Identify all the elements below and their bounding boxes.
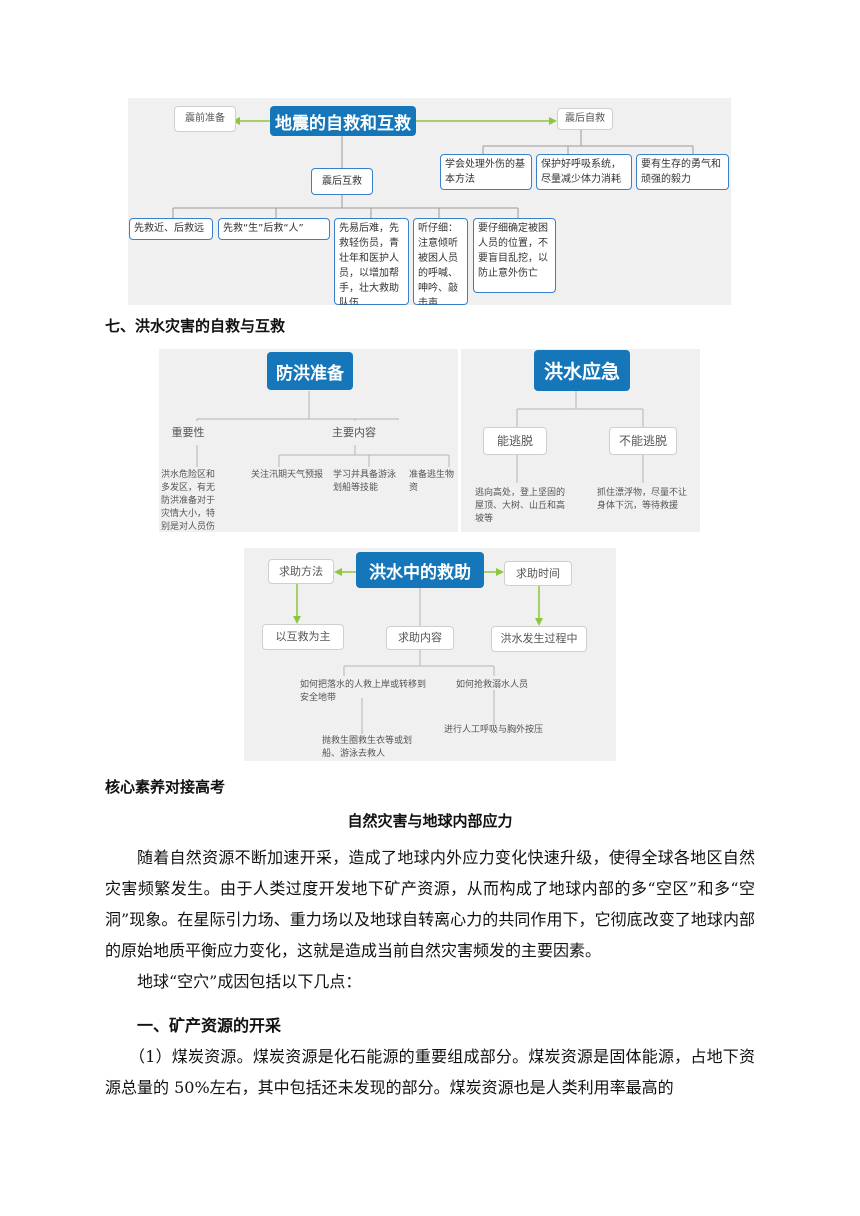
earthquake-connectors <box>172 117 694 218</box>
core-heading: 核心素养对接高考 <box>105 778 226 796</box>
can-escape-box: 能逃脱 <box>483 427 547 455</box>
self-item-1: 学会处理外伤的基本方法 <box>440 154 532 190</box>
section-7-heading: 七、洪水灾害的自救与互救 <box>105 317 286 335</box>
pre-quake-box: 震前准备 <box>174 106 236 132</box>
flood-prep-diagram: 防洪准备 重要性 主要内容 洪水危险区和多发区，有无防洪准备对于灾情大小，特别是… <box>159 349 458 532</box>
flood-emergency-connectors <box>516 391 644 483</box>
flood-rescue-connectors <box>293 568 543 734</box>
flood-rescue-diagram: 求助方法 洪水中的救助 求助时间 以互救为主 求助内容 洪水发生过程中 如何把落… <box>244 548 616 761</box>
prep-item-1: 关注汛期天气预报 <box>251 470 324 480</box>
self-item-2: 保护好呼吸系统，尽量减少体力消耗 <box>536 154 632 190</box>
article-body: 随着自然资源不断加速开采，造成了地球内外应力变化快速升级，使得全球各地区自然灾害… <box>105 842 755 997</box>
help-time-box: 求助时间 <box>504 561 572 586</box>
self-item-3: 要有生存的勇气和顽强的毅力 <box>636 154 729 190</box>
importance-text: 洪水危险区和多发区，有无防洪准备对于灾情大小，特别是对人员伤亡的多少有决定性作用 <box>161 470 216 532</box>
cannot-escape-box: 不能逃脱 <box>609 427 677 455</box>
earthquake-main-box: 地震的自救和互救 <box>270 106 416 136</box>
content-a-detail: 抛救生圈救生衣等或划船、游泳去救人 <box>322 736 413 759</box>
content-a: 如何把落水的人救上岸或转移到安全地带 <box>300 680 427 703</box>
can-escape-text: 逃向高处，登上坚固的屋顶、大树、山丘和高坡等 <box>475 488 566 524</box>
flood-emergency-diagram: 洪水应急 能逃脱 不能逃脱 逃向高处，登上坚固的屋顶、大树、山丘和高坡等 抓住漂… <box>461 349 700 532</box>
paragraph-3-block: （1）煤炭资源。煤炭资源是化石能源的重要组成部分。煤炭资源是固体能源，占地下资源… <box>105 1041 755 1103</box>
importance-box: 重要性 <box>171 426 205 439</box>
article-title: 自然灾害与地球内部应力 <box>347 812 513 830</box>
help-content-box: 求助内容 <box>386 626 454 650</box>
flood-emergency-title: 洪水应急 <box>534 350 630 391</box>
flood-process-box: 洪水发生过程中 <box>491 626 587 652</box>
mutual-item-5: 要仔细确定被困人员的位置，不要盲目乱挖，以防止意外伤亡 <box>473 218 556 293</box>
flood-rescue-title: 洪水中的救助 <box>356 552 484 588</box>
paragraph-1: 随着自然资源不断加速开采，造成了地球内外应力变化快速升级，使得全球各地区自然灾害… <box>105 848 755 960</box>
content-b-detail: 进行人工呼吸与胸外按压 <box>444 725 544 735</box>
post-mutual-box: 震后互救 <box>311 168 373 195</box>
cannot-escape-text: 抓住漂浮物，尽量不让身体下沉，等待救援 <box>597 488 688 511</box>
prep-item-3: 准备逃生物资 <box>409 470 455 493</box>
mutual-item-1: 先救近、后救远 <box>129 218 213 240</box>
mutual-item-4: 听仔细：注意倾听被困人员的呼喊、呻吟、敲击声 <box>413 218 468 305</box>
prep-item-2: 学习并具备游泳划船等技能 <box>333 470 397 493</box>
post-self-box: 震后自救 <box>557 108 613 130</box>
flood-prep-connectors <box>196 391 450 467</box>
mutual-item-2: 先救“生”后救“人” <box>218 218 330 240</box>
mutual-item-3: 先易后难，先救轻伤员，青壮年和医护人员，以增加帮手，壮大救助队伍 <box>334 218 409 305</box>
content-b: 如何抢救溺水人员 <box>456 680 529 690</box>
paragraph-2: 地球“空穴”成因包括以下几点： <box>137 972 362 991</box>
main-content-box: 主要内容 <box>332 426 376 439</box>
earthquake-diagram: 震前准备 地震的自救和互救 震后自救 学会处理外伤的基本方法 保护好呼吸系统，尽… <box>128 98 731 305</box>
flood-prep-title: 防洪准备 <box>267 352 353 390</box>
mutual-aid-box: 以互救为主 <box>262 624 344 650</box>
help-method-box: 求助方法 <box>268 559 334 584</box>
subheading-mining: 一、矿产资源的开采 <box>137 1016 282 1035</box>
paragraph-3: （1）煤炭资源。煤炭资源是化石能源的重要组成部分。煤炭资源是固体能源，占地下资源… <box>105 1047 755 1097</box>
